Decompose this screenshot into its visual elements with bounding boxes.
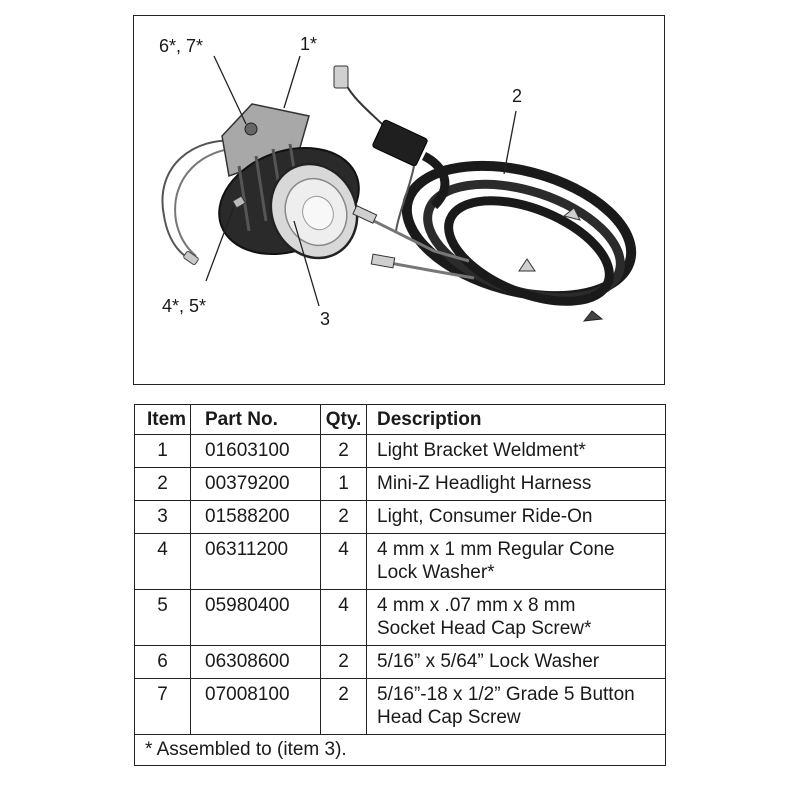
description-line: Lock Washer*: [377, 562, 495, 583]
description-line: 5/16”-18 x 1/2” Grade 5 Button: [377, 684, 635, 705]
description-line: 4 mm x .07 mm x 8 mm: [377, 595, 576, 616]
callout-3: 3: [320, 309, 331, 329]
callout-1: 1*: [300, 34, 318, 54]
footnote: * Assembled to (item 3).: [134, 734, 666, 766]
cell-part-no: 06311200: [190, 533, 321, 590]
header-item: Item: [134, 404, 191, 435]
parts-table: Item Part No. Qty. Description 1 0160310…: [134, 404, 666, 766]
cell-part-no: 07008100: [190, 678, 321, 735]
cell-qty: 2: [320, 500, 367, 534]
cell-qty: 4: [320, 533, 367, 590]
cell-description: Light, Consumer Ride-On: [366, 500, 666, 534]
table-header-row: Item Part No. Qty. Description: [134, 404, 666, 435]
description-line: 4 mm x 1 mm Regular Cone: [377, 539, 615, 560]
description-line: Socket Head Cap Screw*: [377, 618, 592, 639]
cell-item: 3: [134, 500, 191, 534]
cell-item: 6: [134, 645, 191, 679]
table-row: 6 06308600 2 5/16” x 5/64” Lock Washer: [134, 645, 666, 679]
cell-item: 7: [134, 678, 191, 735]
cell-qty: 2: [320, 645, 367, 679]
table-row: 1 01603100 2 Light Bracket Weldment*: [134, 434, 666, 468]
headlight-kit-drawing: [161, 55, 637, 322]
cell-item: 1: [134, 434, 191, 468]
parts-illustration: 6*, 7* 1* 2 4*, 5* 3: [133, 15, 665, 385]
description-line: Head Cap Screw: [377, 707, 521, 728]
cell-item: 4: [134, 533, 191, 590]
table-row: 2 00379200 1 Mini-Z Headlight Harness: [134, 467, 666, 501]
callout-6-7: 6*, 7*: [159, 36, 204, 56]
table-footnote-row: * Assembled to (item 3).: [134, 734, 666, 766]
cell-description: 5/16” x 5/64” Lock Washer: [366, 645, 666, 679]
description-line: Light Bracket Weldment*: [377, 440, 586, 461]
description-line: Mini-Z Headlight Harness: [377, 473, 592, 494]
cell-qty: 4: [320, 589, 367, 646]
cell-description: Light Bracket Weldment*: [366, 434, 666, 468]
cell-part-no: 00379200: [190, 467, 321, 501]
header-description: Description: [366, 404, 666, 435]
callout-4-5: 4*, 5*: [162, 296, 207, 316]
table-row: 7 07008100 2 5/16”-18 x 1/2” Grade 5 But…: [134, 678, 666, 735]
cell-part-no: 01603100: [190, 434, 321, 468]
description-line: 5/16” x 5/64” Lock Washer: [377, 651, 600, 672]
cell-item: 2: [134, 467, 191, 501]
callout-2: 2: [512, 86, 523, 106]
cell-item: 5: [134, 589, 191, 646]
table-row: 3 01588200 2 Light, Consumer Ride-On: [134, 500, 666, 534]
cell-part-no: 06308600: [190, 645, 321, 679]
cell-qty: 2: [320, 678, 367, 735]
header-qty: Qty.: [320, 404, 367, 435]
cell-qty: 2: [320, 434, 367, 468]
cell-qty: 1: [320, 467, 367, 501]
cell-description: Mini-Z Headlight Harness: [366, 467, 666, 501]
header-part-no: Part No.: [190, 404, 321, 435]
cell-part-no: 01588200: [190, 500, 321, 534]
cell-part-no: 05980400: [190, 589, 321, 646]
description-line: Light, Consumer Ride-On: [377, 506, 593, 527]
